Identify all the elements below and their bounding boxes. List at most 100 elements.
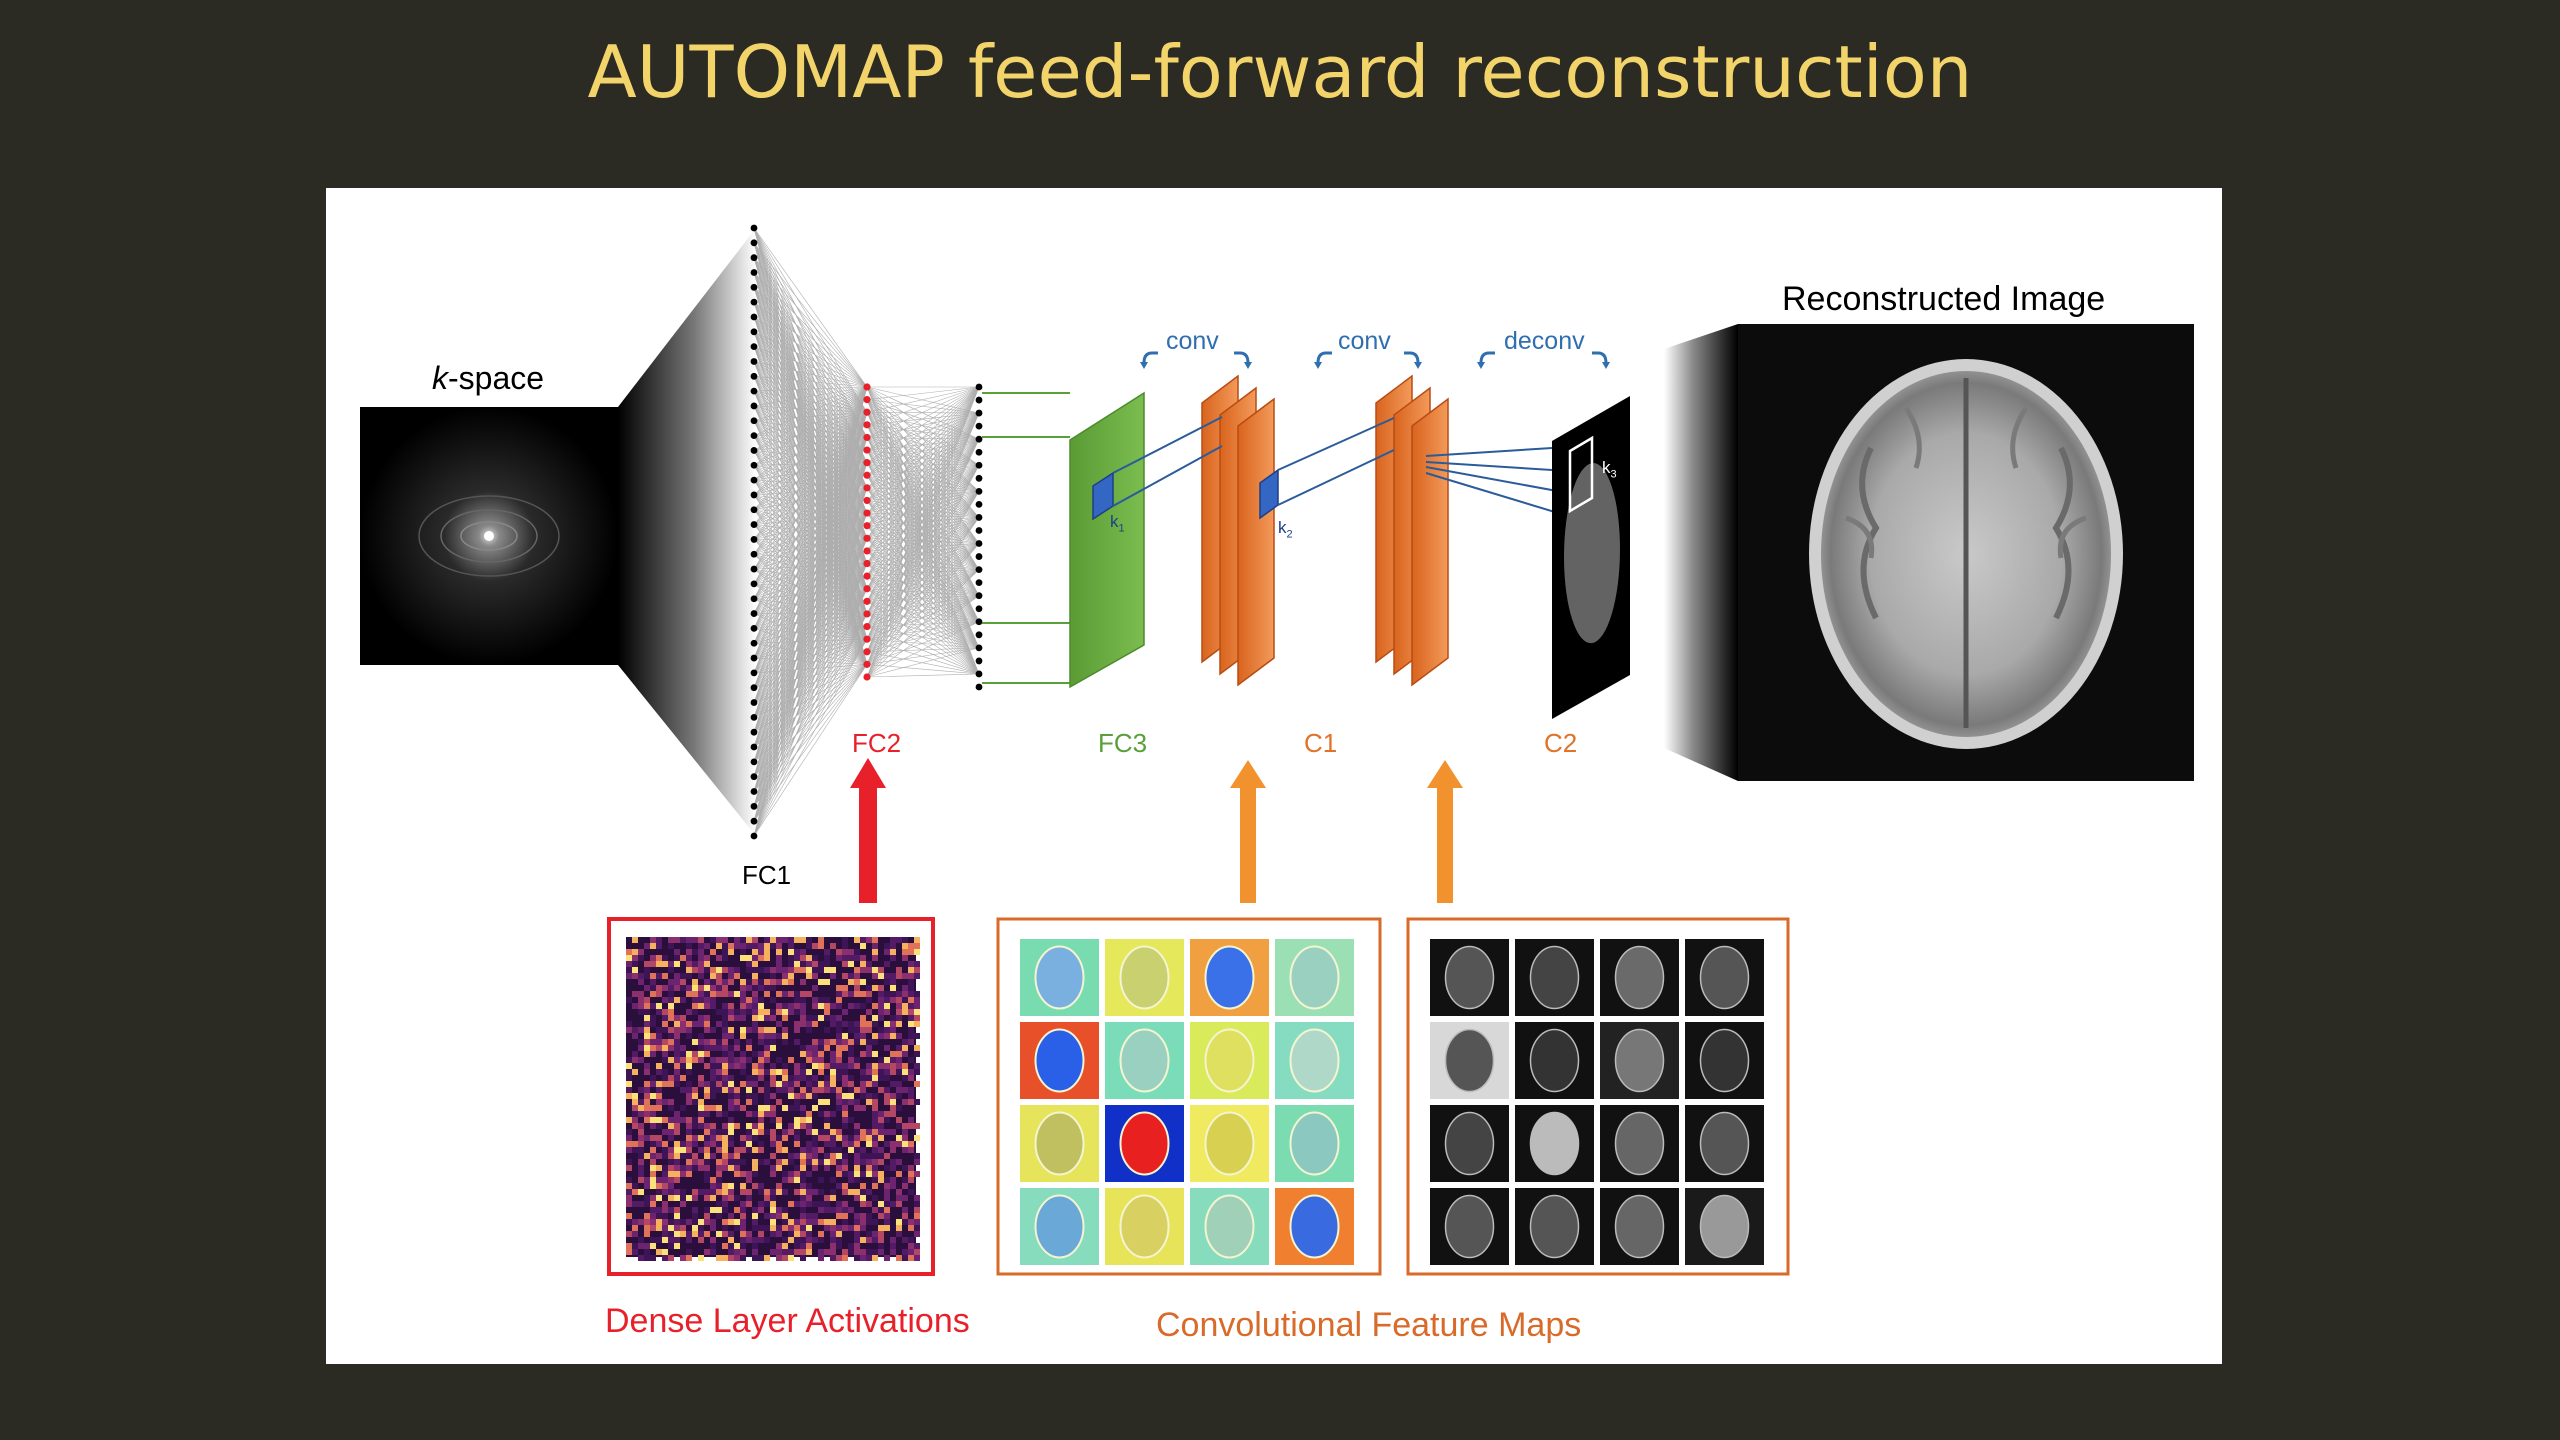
fc1-neuron (750, 550, 758, 558)
fc1-neurons (750, 224, 758, 840)
fc2-neuron (863, 471, 871, 479)
fc3-neuron (975, 461, 983, 469)
fc2-neuron (863, 648, 871, 656)
k3-letter: k (1602, 458, 1611, 477)
fc1-neuron (750, 788, 758, 795)
fc1-neuron (750, 669, 758, 677)
fc2-neuron (863, 446, 871, 454)
fc1-label: FC1 (742, 860, 792, 890)
fc2-neuron (863, 597, 871, 605)
k1-sub: 1 (1118, 522, 1125, 535)
fc2-arrow (850, 758, 886, 903)
fc3-neuron (975, 396, 983, 404)
kspace-label-k: k (432, 360, 448, 396)
fc1-neuron (750, 654, 758, 662)
fc3-neuron (975, 422, 983, 430)
fc2-neuron (863, 673, 871, 681)
fc1-neuron (750, 624, 758, 632)
fc1-neuron (750, 713, 758, 721)
feature-maps-frame-gray (1406, 917, 1790, 1276)
fc3-slab (1069, 391, 1145, 689)
fc2-neuron (863, 459, 871, 467)
fc3-neuron (975, 527, 983, 534)
fc1-neuron (750, 298, 758, 306)
reconstructed-image (1738, 324, 2194, 781)
fc1-neuron (750, 565, 758, 573)
fc1-neuron (750, 283, 758, 291)
k3-sub: 3 (1610, 468, 1617, 481)
feature-maps-gray (1430, 939, 1764, 1265)
fc3-projection (982, 392, 1070, 684)
activations-heatmap (626, 937, 920, 1261)
fc3-neuron (975, 605, 983, 613)
fc1-neuron (750, 580, 758, 588)
fc2-label: FC2 (852, 728, 902, 758)
fc3-neuron (975, 487, 983, 495)
fc3-neuron (975, 657, 983, 665)
fc1-neuron (750, 447, 758, 454)
feature-maps-frame-color (996, 917, 1382, 1276)
fc1-neuron (750, 269, 758, 276)
fc3-label: FC3 (1098, 728, 1148, 758)
fc3-neuron (975, 474, 983, 482)
fc2-neuron (863, 496, 871, 505)
fc3-neuron (975, 500, 983, 508)
fc2-neurons (863, 383, 871, 681)
fc3-neuron (975, 592, 983, 600)
fc2-neuron (863, 383, 871, 391)
fc3-neuron (975, 435, 983, 443)
fc3-neuron (975, 566, 983, 574)
fc3-neurons (975, 383, 983, 691)
fc1-neuron (750, 521, 758, 528)
kspace-label: k-space (432, 360, 544, 397)
reconstructed-label: Reconstructed Image (1782, 280, 2106, 318)
fc3-neuron (975, 579, 983, 587)
k1-letter: k (1110, 512, 1119, 531)
fc2-neuron (863, 509, 871, 517)
c1-stack (1201, 374, 1275, 687)
fc1-neuron (750, 728, 758, 736)
fc1-neuron (750, 476, 758, 484)
fc3-neuron (975, 514, 983, 521)
op-arrowheads (1140, 362, 1610, 369)
fc3-neuron (975, 448, 983, 456)
c1-arrow (1230, 760, 1266, 903)
c1-label: C1 (1304, 728, 1338, 758)
network-diagram (360, 224, 2194, 1276)
fc2-neuron (863, 572, 871, 580)
fc3-neuron (975, 553, 983, 560)
fc1-neuron (750, 802, 758, 810)
fc3-neuron (975, 670, 983, 678)
fc2-neuron (863, 635, 871, 643)
k2-sub: 2 (1286, 528, 1293, 541)
k2-letter: k (1278, 518, 1287, 537)
deconv-label: deconv (1504, 327, 1585, 355)
fc3-neuron (975, 409, 983, 417)
k3-label: k3 (1602, 458, 1617, 480)
fc2-neuron (863, 484, 871, 492)
fc1-neuron (750, 254, 758, 262)
fc1-neuron (750, 491, 758, 499)
fc1-neuron (750, 817, 758, 825)
fc2-neuron (863, 421, 871, 429)
fc2-neuron (863, 660, 871, 668)
fc2-neuron (863, 559, 871, 568)
conv2-label: conv (1338, 327, 1391, 355)
figure-panel: k-space Reconstructed Image FC1 FC2 FC3 … (326, 188, 2222, 1364)
fc1-neuron (750, 328, 758, 336)
fc1-neuron (750, 595, 758, 603)
fc2-neuron (863, 622, 871, 631)
feature-maps-color (1020, 939, 1354, 1265)
kernel-lines (1112, 416, 1569, 517)
activations-frame (607, 917, 935, 1276)
fc1-neuron (750, 224, 758, 232)
fc1-neuron (750, 758, 758, 766)
fc2-neuron (863, 534, 871, 542)
fc2-fc3-connections (866, 386, 980, 678)
fc3-neuron (975, 540, 983, 547)
fc3-neuron (975, 631, 983, 639)
fc1-neuron (750, 372, 758, 380)
fc1-neuron (750, 432, 758, 440)
fc3-neuron (975, 618, 983, 626)
feature-maps-label: Convolutional Feature Maps (1156, 1306, 1582, 1344)
